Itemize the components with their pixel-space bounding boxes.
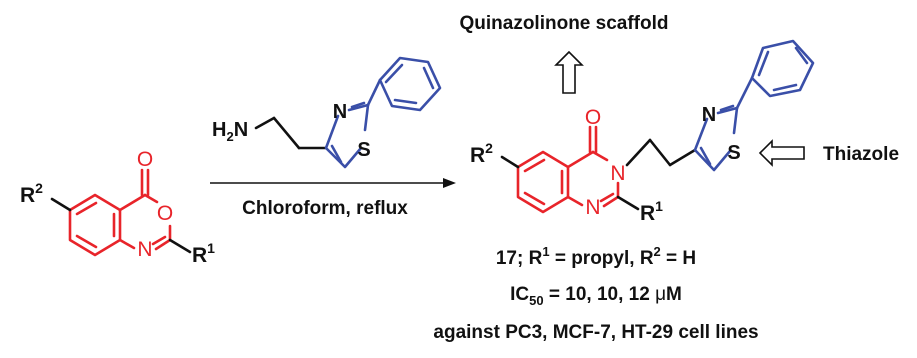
- ring-bond: [566, 150, 595, 169]
- benzene-inner-bond: [523, 191, 546, 206]
- reagent-atom-labels: H2N N S: [212, 101, 371, 161]
- thiazole-double-bond: [719, 104, 735, 112]
- thiazole-double-bond: [330, 144, 343, 164]
- thiazole-bond: [347, 103, 370, 112]
- atom-s-thiazole: S: [727, 142, 740, 164]
- benzene-inner-bond: [523, 158, 546, 173]
- chain-bond: [254, 116, 276, 130]
- benzoxazinone-atom-labels: O O N R2 R1: [20, 148, 215, 267]
- atom-o-carbonyl: O: [585, 106, 601, 129]
- r2-bond: [50, 197, 72, 212]
- r2-bond: [500, 155, 520, 169]
- linker-bond: [625, 138, 652, 167]
- thiazole-arrow-icon: [758, 139, 805, 167]
- chain-bond: [272, 116, 301, 150]
- reagent-amine-structure: [254, 56, 442, 169]
- phenyl-inner-bond: [422, 66, 435, 90]
- thiazole-bond: [716, 106, 739, 115]
- ring-bond: [118, 193, 147, 212]
- benzoxazinone-structure: [50, 168, 192, 257]
- benzene-inner-bond: [75, 234, 98, 249]
- phenyl-inner-bond: [772, 83, 798, 92]
- phenyl-inner-bond: [384, 63, 404, 84]
- atom-o-ring: O: [157, 202, 173, 225]
- linker-bond: [648, 138, 672, 167]
- phenyl-ring: [378, 56, 442, 112]
- reaction-conditions: Chloroform, reflux: [242, 198, 408, 219]
- scaffold-label: Quinazolinone scaffold: [459, 13, 668, 34]
- ring-bond: [566, 195, 584, 207]
- thiazole-bond: [363, 103, 370, 132]
- r1-bond: [168, 238, 192, 254]
- phenyl-link-bond: [735, 76, 754, 110]
- atom-o-carbonyl: O: [137, 148, 153, 171]
- ring-bond: [118, 238, 136, 250]
- atom-s-thiazole: S: [357, 139, 370, 161]
- atom-n-ring: N: [137, 238, 152, 261]
- compound-info: 17; R1 = propyl, R2 = H: [496, 244, 696, 269]
- phenyl-inner-bond: [794, 46, 809, 65]
- thiazole-ring: [324, 114, 363, 169]
- r1-bond: [616, 195, 640, 211]
- scaffold-arrow-icon: [554, 50, 584, 94]
- atom-n1: N: [585, 196, 600, 219]
- benzene-inner-bond: [75, 201, 98, 216]
- thiazole-double-bond: [699, 146, 712, 166]
- ring-bond: [599, 192, 615, 203]
- atom-n3: N: [610, 162, 625, 185]
- ring-bond: [591, 150, 609, 162]
- atom-n-thiazole: N: [333, 101, 347, 123]
- atom-n-thiazole: N: [702, 104, 716, 126]
- ring-bond: [154, 238, 172, 251]
- substituent-r1: R1: [640, 198, 663, 225]
- thiazole-bond: [732, 106, 739, 135]
- amine-label: H2N: [212, 119, 248, 144]
- thiazole-double-bond: [350, 101, 366, 109]
- phenyl-link-bond: [366, 78, 382, 107]
- substituent-r2: R2: [20, 180, 43, 207]
- phenyl-inner-bond: [757, 50, 770, 77]
- ring-bond: [143, 193, 159, 204]
- product-atom-labels: O N N N S R2 R1: [470, 104, 741, 225]
- cell-lines-label: against PC3, MCF-7, HT-29 cell lines: [433, 322, 758, 343]
- product-thiazole-ring: [693, 117, 732, 172]
- substituent-r2: R2: [470, 140, 493, 167]
- product-phenyl-ring: [750, 39, 815, 98]
- thiazole-label: Thiazole: [823, 144, 899, 165]
- substituent-r1: R1: [192, 240, 215, 267]
- product-structure: [500, 39, 815, 214]
- ring-bond: [151, 235, 167, 246]
- ring-bond: [602, 195, 620, 208]
- reaction-arrow: [210, 178, 456, 188]
- linker-bond: [668, 148, 697, 167]
- ic50-values: IC50 = 10, 10, 12 μM: [510, 284, 682, 308]
- phenyl-inner-bond: [393, 98, 418, 105]
